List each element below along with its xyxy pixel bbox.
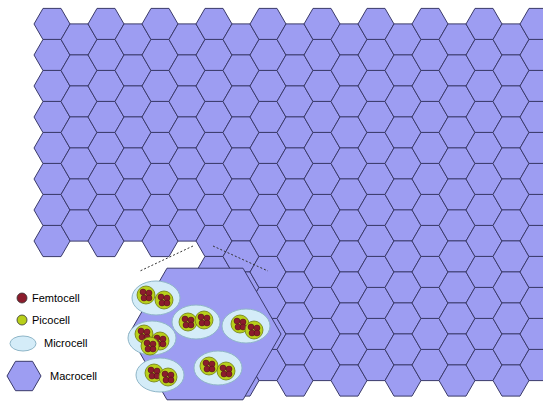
zoom-line: [213, 246, 268, 271]
femtocell-dot: [160, 341, 166, 347]
femtocell-dot: [234, 318, 240, 324]
picocell-circle: [141, 337, 159, 355]
femtocell-dot: [182, 316, 188, 322]
legend-swatch: [9, 335, 37, 352]
legend-swatch: [16, 314, 28, 326]
femtocell-dot: [254, 330, 260, 336]
macrocell-zoomed: [129, 268, 281, 400]
zoom-detail: [128, 246, 281, 400]
femtocell-dot: [198, 314, 204, 320]
picocell-circle: [195, 311, 213, 329]
legend-label: Picocell: [32, 314, 70, 327]
macrocell-hexagon: [520, 287, 543, 318]
legend-label: Microcell: [44, 337, 87, 350]
picocell-circle: [217, 362, 235, 380]
microcell-ellipse: [194, 351, 242, 385]
femtocell-dot: [162, 371, 168, 377]
microcell-ellipse: [172, 305, 220, 339]
femtocell-dot: [158, 294, 164, 300]
macrocell-hexagon: [520, 132, 543, 163]
macrocell-hexagon: [520, 225, 543, 256]
swatch-circle: [17, 315, 27, 325]
femtocell-dot: [150, 346, 156, 352]
swatch-ellipse: [10, 336, 36, 351]
femtocell-dot: [204, 320, 210, 326]
legend-swatch: [6, 360, 42, 392]
macrocell-grid: [34, 8, 543, 396]
macrocell-hexagon: [520, 318, 543, 349]
femtocell-dot: [203, 360, 209, 366]
macrocell-hexagon: [520, 8, 543, 39]
picocell-circle: [159, 368, 177, 386]
femtocell-dot: [209, 366, 215, 372]
swatch-hexagon: [7, 361, 41, 390]
legend-label: Macrocell: [50, 370, 97, 383]
femtocell-dot: [188, 322, 194, 328]
picocell-circle: [155, 291, 173, 309]
femtocell-dot: [248, 324, 254, 330]
legend-swatch: [16, 292, 28, 304]
macrocell-hexagon: [520, 194, 543, 225]
picocell-circle: [200, 357, 218, 375]
femtocell-dot: [168, 377, 174, 383]
macrocell-hexagon: [520, 70, 543, 101]
macrocell-hexagon: [520, 256, 543, 287]
zoom-line: [140, 246, 193, 271]
microcell-ellipse: [132, 281, 180, 315]
microcell-ellipse: [128, 321, 176, 355]
femtocell-dot: [148, 367, 154, 373]
femtocell-dot: [138, 328, 144, 334]
picocell-circle: [137, 286, 155, 304]
picocell-circle: [245, 321, 263, 339]
macrocell-hexagon: [520, 349, 543, 380]
microcell-ellipse: [136, 358, 184, 392]
macrocell-hexagon: [520, 39, 543, 70]
swatch-circle: [17, 293, 27, 303]
femtocell-dot: [226, 371, 232, 377]
femtocell-dot: [220, 365, 226, 371]
femtocell-dot: [144, 340, 150, 346]
femtocell-dot: [164, 300, 170, 306]
microcell-ellipse: [222, 309, 270, 343]
femtocell-dot: [140, 289, 146, 295]
picocell-circle: [179, 313, 197, 331]
macrocell-hexagon: [520, 163, 543, 194]
legend-label: Femtocell: [32, 292, 80, 305]
femtocell-dot: [146, 295, 152, 301]
macrocell-hexagon: [520, 101, 543, 132]
